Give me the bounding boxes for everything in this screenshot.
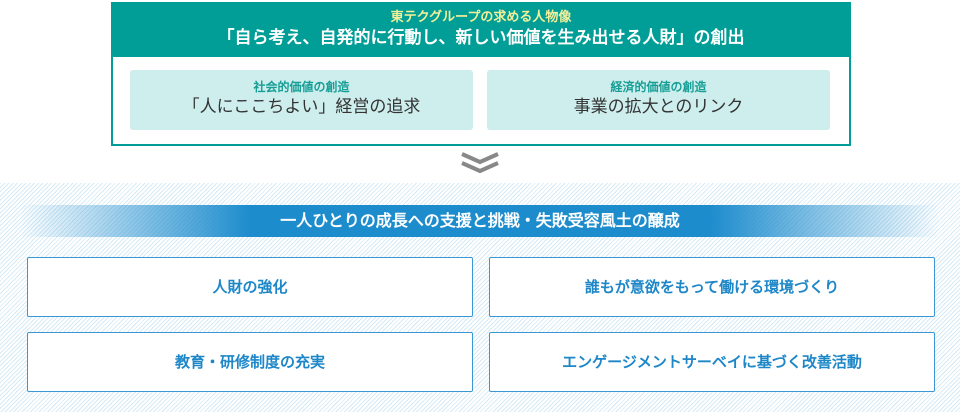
initiative-box: 人財の強化 (27, 257, 473, 317)
value-text: 「人にここちよい」経営の追求 (182, 97, 421, 117)
initiative-box: 教育・研修制度の充実 (27, 332, 473, 392)
value-text: 事業の拡大とのリンク (573, 97, 744, 117)
ideal-person-panel: 東テクグループの求める人物像 「自ら考え、自発的に行動し、新しい価値を生み出せる… (111, 2, 851, 146)
initiatives-banner: 一人ひとりの成長への支援と挑戦・失敗受容風土の醸成 (20, 205, 940, 237)
social-value-box: 社会的価値の創造 「人にここちよい」経営の追求 (130, 70, 473, 130)
panel-header: 東テクグループの求める人物像 「自ら考え、自発的に行動し、新しい価値を生み出せる… (113, 4, 849, 57)
panel-title: 「自ら考え、自発的に行動し、新しい価値を生み出せる人財」の創出 (217, 28, 745, 48)
initiatives-area: 一人ひとりの成長への支援と挑戦・失敗受容風土の醸成 人財の強化 誰もが意欲をもっ… (0, 183, 960, 412)
double-chevron-down-icon (461, 152, 499, 174)
value-label: 社会的価値の創造 (253, 80, 350, 94)
economic-value-box: 経済的価値の創造 事業の拡大とのリンク (487, 70, 830, 130)
initiative-box: 誰もが意欲をもって働ける環境づくり (489, 257, 935, 317)
initiative-box: エンゲージメントサーベイに基づく改善活動 (489, 332, 935, 392)
value-label: 経済的価値の創造 (610, 80, 707, 94)
panel-subtitle: 東テクグループの求める人物像 (390, 10, 572, 25)
